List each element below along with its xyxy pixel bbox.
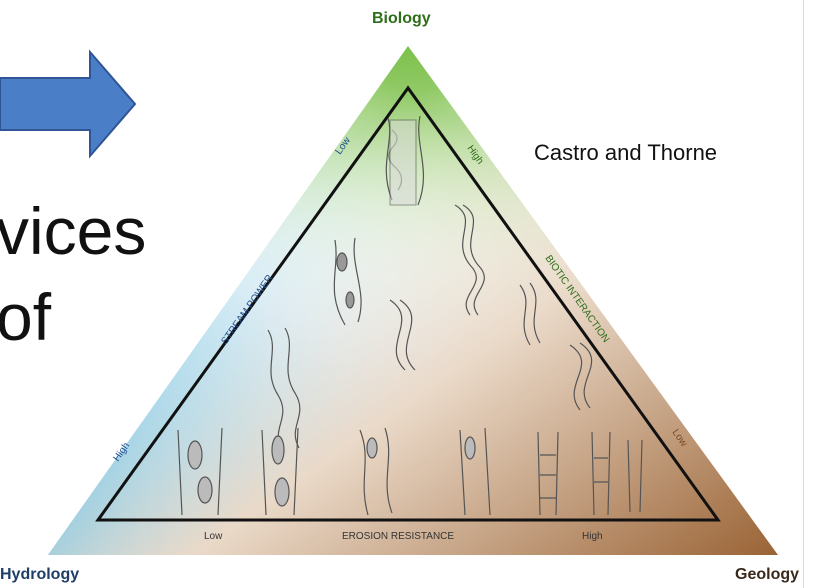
citation-credit: Castro and Thorne xyxy=(534,140,717,166)
erosion-resistance-high: High xyxy=(582,531,603,542)
right-arrow-icon xyxy=(0,52,135,156)
erosion-resistance-low: Low xyxy=(204,531,223,542)
vertex-geology: Geology xyxy=(735,566,799,584)
title-fragment-of: of xyxy=(0,284,51,350)
vertex-hydrology: Hydrology xyxy=(0,566,79,584)
vertex-biology: Biology xyxy=(372,10,431,28)
title-fragment-vices: vices xyxy=(0,198,146,264)
erosion-resistance-label: EROSION RESISTANCE xyxy=(342,531,454,542)
slide-edge-divider xyxy=(803,0,804,588)
